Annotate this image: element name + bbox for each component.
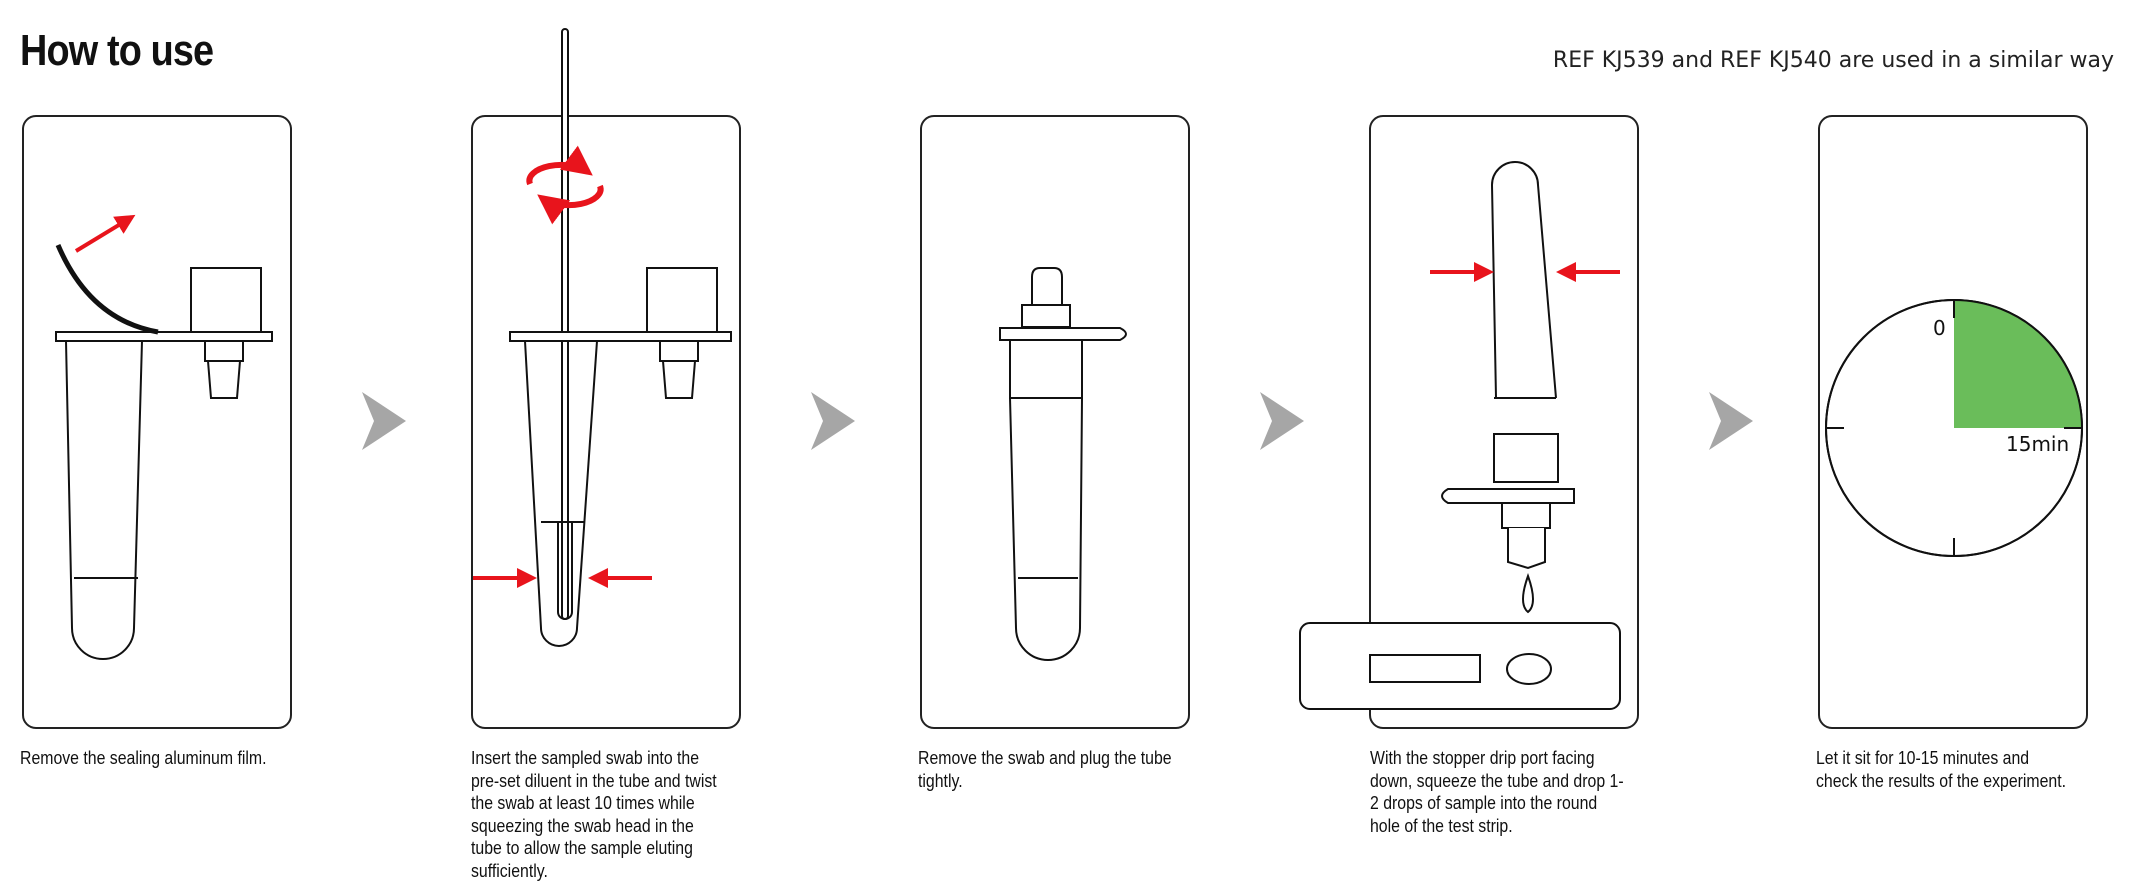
step-4-drop-illustration xyxy=(1299,161,1621,710)
step-3-capped-tube-illustration xyxy=(999,267,1127,661)
timer-illustration: 0 15min xyxy=(1825,299,2083,557)
step-5-panel xyxy=(1818,115,2088,729)
step-3-panel xyxy=(920,115,1190,729)
next-step-chevron-icon xyxy=(811,392,855,450)
step-1-panel xyxy=(22,115,292,729)
peel-arrow-icon xyxy=(74,214,136,253)
step-1-caption: Remove the sealing aluminum film. xyxy=(20,748,267,768)
next-step-chevron-icon xyxy=(1260,392,1304,450)
step-2-swab-illustration xyxy=(509,28,732,647)
step-5-caption: Let it sit for 10-15 minutes and check t… xyxy=(1816,748,2067,791)
step-4-caption: With the stopper drip port facing down, … xyxy=(1370,748,1624,836)
step-2-caption: Insert the sampled swab into the pre-set… xyxy=(471,748,717,881)
step-3-caption: Remove the swab and plug the tube tightl… xyxy=(918,748,1172,791)
timer-start-label: 0 xyxy=(1933,316,1946,340)
timer-elapsed-fill xyxy=(1954,300,2082,428)
ref-note: REF KJ539 and REF KJ540 are used in a si… xyxy=(1552,48,2114,73)
step-2-panel xyxy=(471,115,741,729)
timer-end-label: 15min xyxy=(2006,432,2069,456)
step-1-tube-illustration xyxy=(55,267,273,660)
peeling-film xyxy=(55,244,159,335)
page-title: How to use xyxy=(20,26,214,75)
next-step-chevron-icon xyxy=(1709,392,1753,450)
next-step-chevron-icon xyxy=(362,392,406,450)
step-4-panel xyxy=(1369,115,1639,729)
twist-arrows-icon xyxy=(526,145,604,225)
